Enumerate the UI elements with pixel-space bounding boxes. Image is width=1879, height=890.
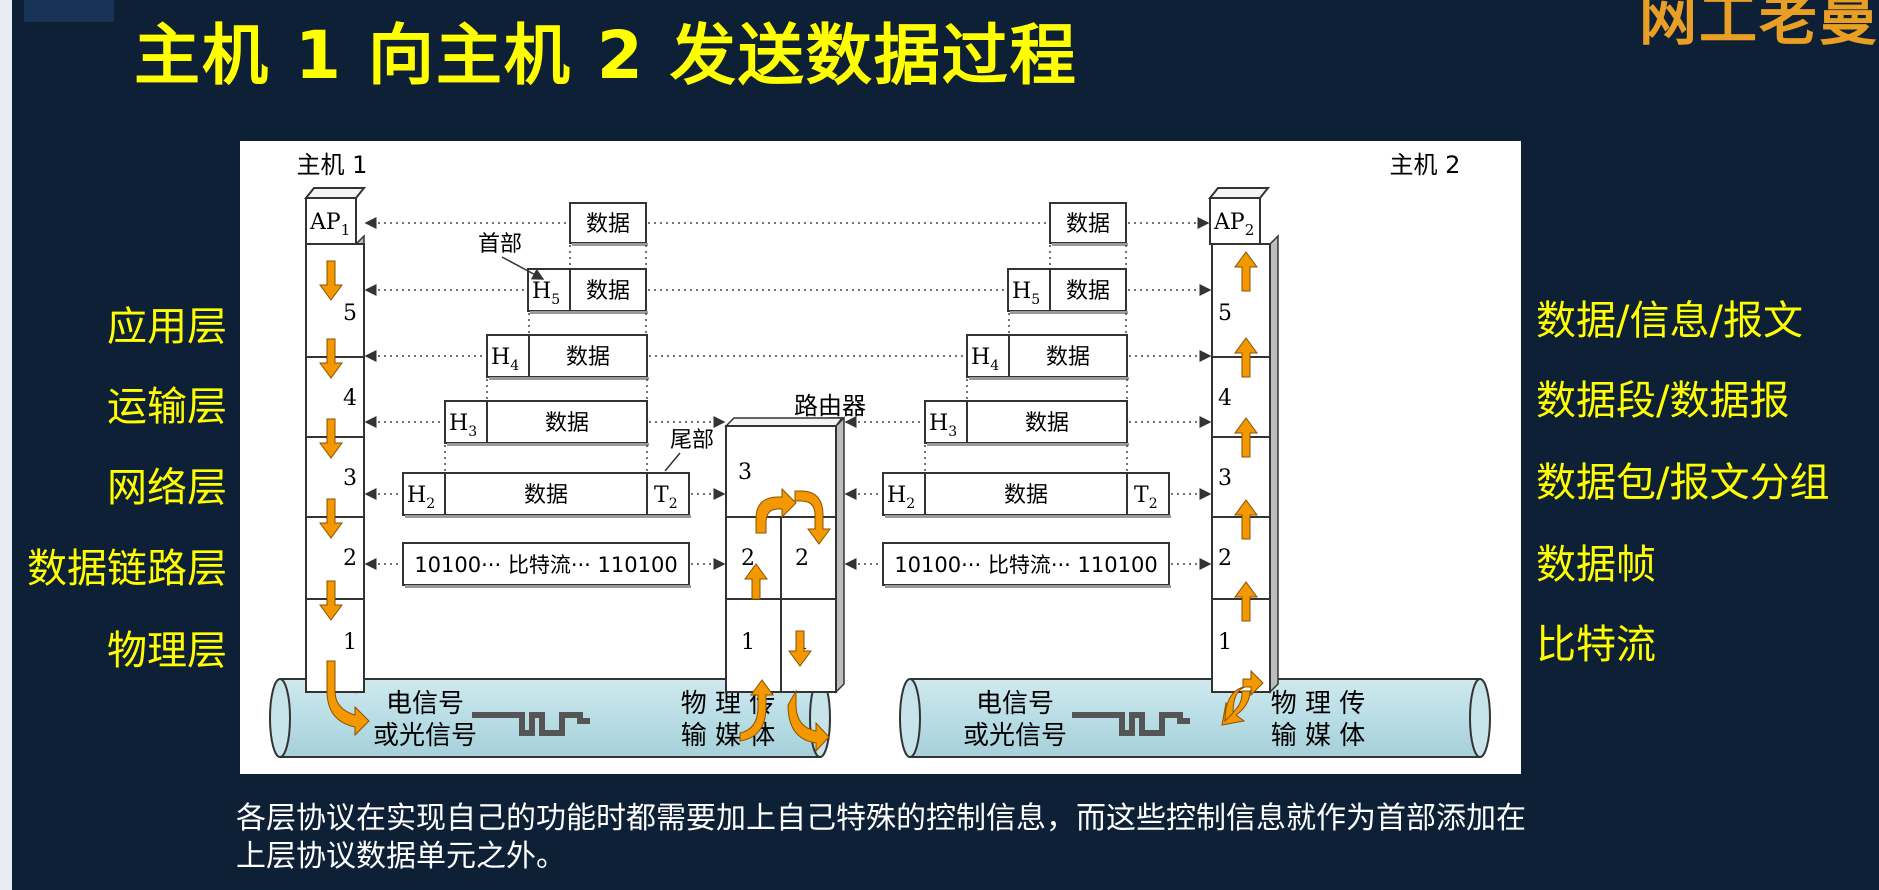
pdu-left-l3-data: 数据	[545, 411, 589, 436]
host1-layer-2: 2	[343, 546, 357, 571]
layer-label-physical: 物理层	[107, 628, 227, 674]
slide-title: 主机 1 向主机 2 发送数据过程	[134, 17, 1078, 94]
ap2-label: AP2	[1213, 210, 1254, 239]
router-arrows	[739, 487, 831, 753]
host1-layer-5: 5	[343, 301, 357, 326]
pdu-left-l4-data: 数据	[566, 345, 610, 370]
trailer-pointer	[664, 452, 681, 472]
host2-layer-3: 3	[1218, 466, 1232, 491]
router-stack	[724, 416, 845, 694]
router-layer-1-in: 1	[741, 630, 755, 655]
pdu-left-app-data: 数据	[586, 212, 630, 237]
pdu-right-h5: H5	[1012, 279, 1040, 308]
host1-label: 主机 1	[297, 151, 368, 179]
trailer-annotation: 尾部	[670, 428, 714, 453]
medium-text-signal-1-left: 电信号	[386, 689, 464, 719]
unit-label-segment: 数据段/数据报	[1536, 378, 1790, 424]
pdu-right-l3-data: 数据	[1025, 411, 1069, 436]
host2-layer-4: 4	[1218, 386, 1232, 411]
unit-label-bitstream: 比特流	[1536, 622, 1656, 668]
pdu-right-l5-data: 数据	[1066, 279, 1110, 304]
host2-label: 主机 2	[1390, 151, 1461, 179]
pdu-left-t2: T2	[654, 483, 678, 512]
pdu-left-l5-data: 数据	[586, 279, 630, 304]
router-label: 路由器	[794, 392, 866, 420]
pdu-left-l2-data: 数据	[524, 483, 568, 508]
protocol-diagram: 电信号 或光信号 物 理 传 输 媒 体 电信号 或光信号 物 理 传 输 媒 …	[240, 141, 1521, 774]
signal-waveform-right	[1072, 712, 1190, 736]
router-layer-3: 3	[738, 460, 752, 485]
medium-text-signal-2-right: 或光信号	[963, 721, 1067, 751]
medium-text-signal-1-right: 电信号	[976, 689, 1054, 719]
pdu-right-l4-data: 数据	[1046, 345, 1090, 370]
pdu-left-shadows	[405, 243, 691, 588]
host1-down-arrows	[319, 260, 370, 737]
layer-label-transport: 运输层	[107, 384, 227, 430]
host2-layer-1: 1	[1218, 630, 1232, 655]
host1-stack	[303, 187, 367, 694]
host1-layer-1: 1	[343, 630, 357, 655]
router-layer-2-in: 2	[741, 546, 755, 571]
host2-up-arrows	[1221, 251, 1264, 726]
pdu-left-h4: H4	[491, 345, 519, 374]
pdu-right-t2: T2	[1134, 483, 1158, 512]
signal-waveform-left	[472, 712, 590, 736]
layer-label-datalink: 数据链路层	[27, 546, 227, 592]
corner-logo-text: 网工老曼	[1638, 0, 1879, 53]
host1-layer-4: 4	[343, 386, 357, 411]
unit-label-frame: 数据帧	[1536, 542, 1656, 588]
layer-label-application: 应用层	[107, 304, 227, 350]
pdu-left-h5: H5	[532, 279, 560, 308]
host2-layer-2: 2	[1218, 546, 1232, 571]
host2-stack	[1207, 187, 1279, 694]
pdu-right-h3: H3	[929, 411, 957, 440]
pdu-right-shadows	[885, 243, 1171, 588]
left-edge-bar	[0, 0, 12, 890]
medium-pipe-right	[899, 678, 1491, 758]
pdu-right-group	[882, 202, 1170, 586]
unit-label-message: 数据/信息/报文	[1536, 298, 1803, 344]
router-layer-2-out: 2	[795, 546, 809, 571]
unit-label-packet: 数据包/报文分组	[1536, 460, 1830, 506]
pdu-right-bitstream: 10100··· 比特流··· 110100	[894, 553, 1157, 577]
logo-strip	[24, 0, 114, 22]
pdu-right-l2-data: 数据	[1004, 483, 1048, 508]
medium-text-phys-2-right: 输 媒 体	[1271, 721, 1366, 751]
medium-text-phys-1-right: 物 理 传	[1271, 689, 1366, 719]
host2-layer-5: 5	[1218, 301, 1232, 326]
pdu-left-group	[402, 202, 690, 586]
medium-text-signal-2-left: 或光信号	[373, 721, 477, 751]
pdu-right-app-data: 数据	[1066, 212, 1110, 237]
pdu-right-h4: H4	[971, 345, 999, 374]
pdu-left-h2: H2	[407, 483, 435, 512]
pdu-right-h2: H2	[887, 483, 915, 512]
layer-label-network: 网络层	[107, 465, 227, 511]
pdu-left-bitstream: 10100··· 比特流··· 110100	[414, 553, 677, 577]
header-pointer	[501, 256, 545, 280]
host1-layer-3: 3	[343, 466, 357, 491]
footnote-text: 各层协议在实现自己的功能时都需要加上自己特殊的控制信息，而这些控制信息就作为首部…	[236, 801, 1526, 874]
ap1-label: AP1	[309, 210, 350, 239]
peer-dotted-lines	[364, 217, 1212, 570]
pdu-left-h3: H3	[449, 411, 477, 440]
header-annotation: 首部	[478, 232, 522, 257]
